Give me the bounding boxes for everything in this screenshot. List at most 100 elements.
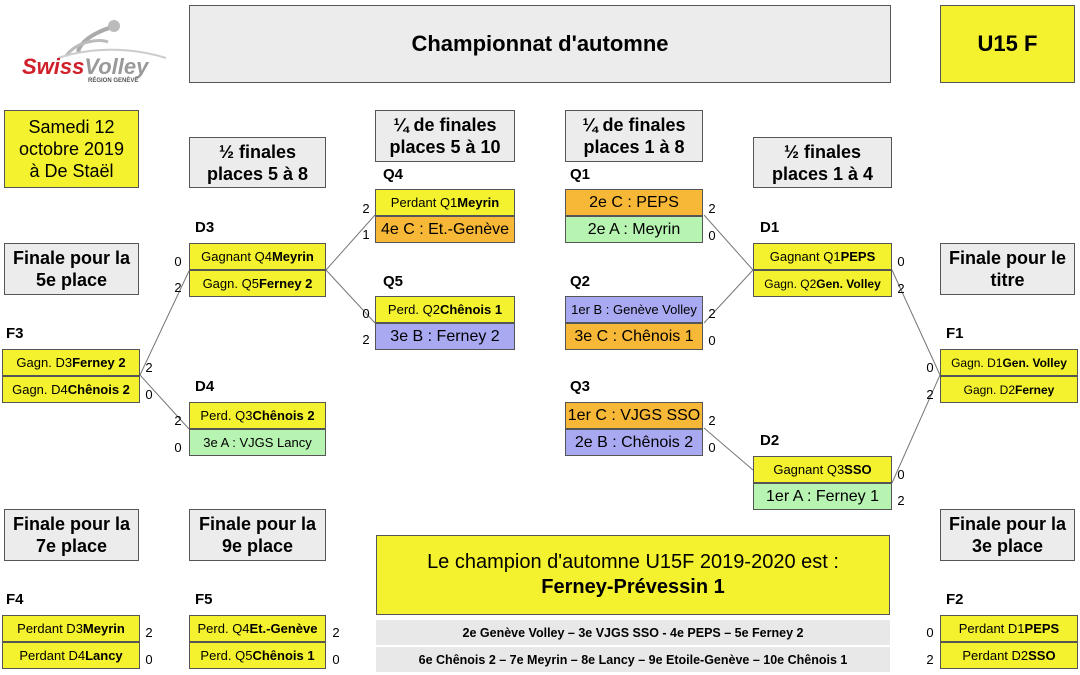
header-line: Finale pour la — [948, 514, 1067, 534]
score: 0 — [926, 360, 934, 375]
team-name: Meyrin — [82, 621, 125, 636]
team-text: Gagnant Q4 — [201, 249, 272, 264]
team-text: 1er A : Ferney 1 — [766, 487, 879, 505]
score: 2 — [362, 332, 370, 347]
team-text: Perd. Q5 — [200, 648, 253, 663]
team-name: Ferney 2 — [258, 276, 313, 291]
match-label: Q5 — [383, 273, 404, 290]
score: 0 — [145, 652, 153, 667]
team-slot: Gagnant Q1 PEPS — [753, 243, 892, 270]
team-name: Meyrin — [271, 249, 314, 264]
score: 2 — [145, 360, 153, 375]
match-label: F4 — [6, 591, 24, 608]
team-name: Ferney — [1015, 382, 1055, 397]
header-line: Finale pour la — [12, 248, 131, 268]
team-slot: Gagn. D4 Chênois 2 — [2, 376, 140, 403]
team-slot: Gagn. Q5 Ferney 2 — [189, 270, 326, 297]
team-slot: 4e C : Et.-Genève — [375, 216, 515, 243]
team-text: Perd. Q4 — [197, 621, 250, 636]
champion-team: Ferney-Prévessin 1 — [541, 576, 725, 598]
logo-volley: Volley — [84, 54, 149, 79]
team-text: Perd. Q3 — [200, 408, 253, 423]
team-slot: 3e A : VJGS Lancy — [189, 429, 326, 456]
header-line: places 5 à 10 — [389, 137, 501, 157]
team-slot: Perdant D1 PEPS — [940, 615, 1078, 642]
team-slot: 3e B : Ferney 2 — [375, 323, 515, 350]
team-slot: Gagnant Q4 Meyrin — [189, 243, 326, 270]
score: 2 — [708, 413, 716, 428]
score: 0 — [926, 625, 934, 640]
score: 2 — [708, 201, 716, 216]
team-text: Gagn. Q5 — [202, 276, 259, 291]
score: 0 — [708, 333, 716, 348]
team-name: Gen. Volley — [1002, 355, 1067, 370]
team-name: SSO — [1028, 648, 1056, 663]
ranking-line-1: 2e Genève Volley – 3e VJGS SSO - 4e PEPS… — [376, 620, 890, 645]
team-slot: Perd. Q3 Chênois 2 — [189, 402, 326, 429]
team-slot: Gagn. D1 Gen. Volley — [940, 349, 1078, 376]
team-slot: 2e A : Meyrin — [565, 216, 703, 243]
team-slot: Perd. Q2 Chênois 1 — [375, 296, 515, 323]
team-text: Gagn. D3 — [16, 355, 73, 370]
score: 2 — [897, 281, 905, 296]
team-text: Perdant D1 — [958, 621, 1025, 636]
team-slot: Gagn. Q2 Gen. Volley — [753, 270, 892, 297]
header-line: Finale pour le — [948, 248, 1067, 268]
score: 2 — [926, 652, 934, 667]
team-name: Chênois 1 — [439, 302, 503, 317]
team-text: Gagn. D1 — [951, 355, 1003, 370]
score: 2 — [362, 201, 370, 216]
team-name: PEPS — [840, 249, 876, 264]
team-text: 1er B : Genève Volley — [571, 302, 697, 317]
header-line: titre — [990, 270, 1025, 290]
logo-subtitle: RÉGION GENÈVE — [88, 78, 139, 84]
score: 2 — [145, 625, 153, 640]
team-text: Perdant D4 — [19, 648, 86, 663]
team-text: Gagnant Q3 — [773, 462, 845, 477]
team-name: Ferney 2 — [72, 355, 126, 370]
team-text: Gagnant Q1 — [769, 249, 841, 264]
team-name: Meyrin — [457, 195, 500, 210]
score: 0 — [174, 440, 182, 455]
date-line: octobre 2019 — [18, 139, 125, 159]
match-label: D2 — [760, 432, 780, 449]
champion-box: Le champion d'automne U15F 2019-2020 est… — [376, 535, 890, 615]
match-label: F5 — [195, 591, 213, 608]
team-name: PEPS — [1024, 621, 1060, 636]
team-text: Gagn. D4 — [12, 382, 68, 397]
date-box: Samedi 12 octobre 2019 à De Staël — [4, 110, 139, 188]
team-slot: Gagn. D2 Ferney — [940, 376, 1078, 403]
match-label: F1 — [946, 325, 964, 342]
score: 2 — [332, 625, 340, 640]
team-slot: Perdant D4 Lancy — [2, 642, 140, 669]
team-text: Perdant D3 — [17, 621, 83, 636]
match-label: F2 — [946, 591, 964, 608]
header-line: 3e place — [971, 536, 1044, 556]
score: 0 — [897, 254, 905, 269]
logo-swiss: Swiss — [22, 54, 85, 79]
header-line: ½ finales — [783, 141, 862, 162]
score: 0 — [897, 467, 905, 482]
team-text: 2e B : Chênois 2 — [574, 433, 694, 451]
team-slot: Perdant D3 Meyrin — [2, 615, 140, 642]
header-line: Finale pour la — [12, 514, 131, 534]
header-line: 9e place — [221, 536, 294, 556]
team-slot: 2e B : Chênois 2 — [565, 429, 703, 456]
score: 2 — [926, 387, 934, 402]
team-slot: Perd. Q4 Et.-Genève — [189, 615, 326, 642]
page-title: Championnat d'automne — [189, 5, 891, 83]
team-text: Perdant D2 — [962, 648, 1029, 663]
team-name: Chênois 1 — [252, 648, 315, 663]
team-text: Perdant Q1 — [390, 195, 458, 210]
swissvolley-logo: SwissVolley RÉGION GENÈVE — [18, 18, 170, 88]
team-slot: 1er C : VJGS SSO — [565, 402, 703, 429]
date-line: Samedi 12 — [28, 117, 115, 137]
